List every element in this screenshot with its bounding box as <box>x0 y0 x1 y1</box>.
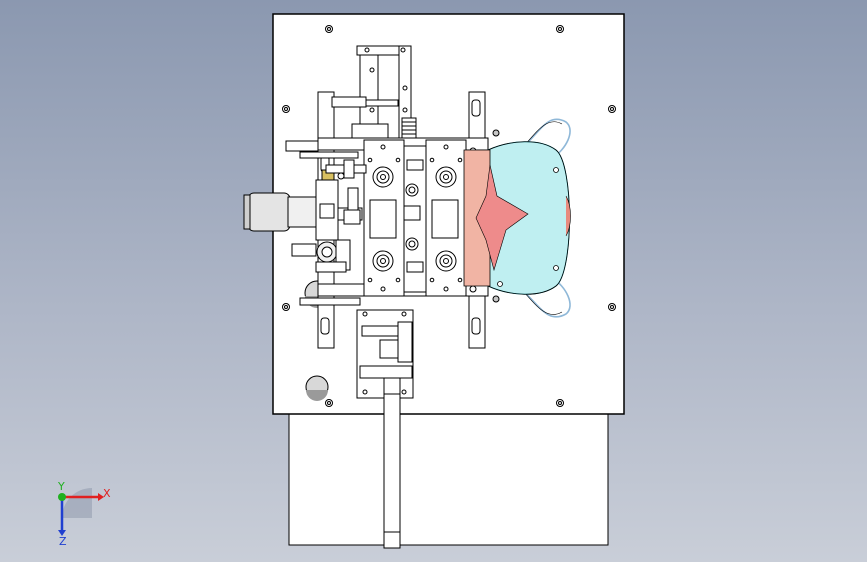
top-spring-stack <box>401 117 417 139</box>
push-rod[interactable] <box>383 393 401 549</box>
wire-loop-bottom <box>523 277 571 318</box>
plate-bolts <box>282 25 616 407</box>
axis-z-label: Z <box>59 535 67 548</box>
lower-slide[interactable] <box>356 309 414 399</box>
axis-x-label: X <box>103 487 111 500</box>
center-ejector[interactable] <box>403 145 427 293</box>
axis-y-label: Y <box>57 480 65 493</box>
star-cavity[interactable] <box>475 164 529 272</box>
motor-linkage <box>325 159 367 225</box>
mold-block-left[interactable] <box>363 139 405 297</box>
motor[interactable] <box>243 169 363 273</box>
axis-triad <box>58 488 104 536</box>
base-block[interactable] <box>288 413 609 546</box>
wire-loop-top <box>523 118 571 159</box>
mold-block-right[interactable] <box>425 139 467 297</box>
